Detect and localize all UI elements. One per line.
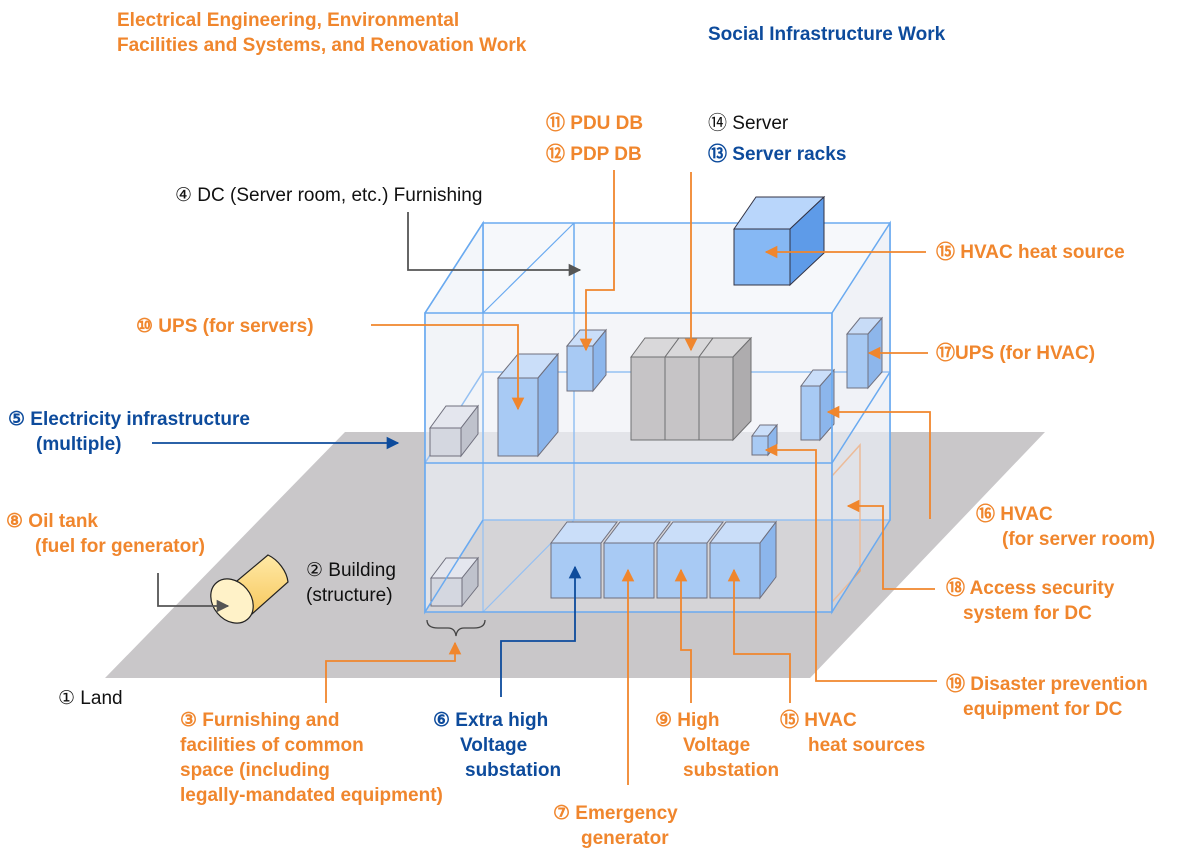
label-dc-furnishing: ④ DC (Server room, etc.) Furnishing <box>175 185 483 206</box>
pdu-arrow <box>579 170 615 352</box>
label-land: ① Land <box>58 688 123 709</box>
label-high-voltage: ⑨ High Voltage substation <box>655 710 780 781</box>
label-hvac-heat-sources: ⑮ HVAC heat sources <box>780 710 926 756</box>
label-server-racks: ⑬ Server racks <box>708 144 847 165</box>
blue-category-title: Social Infrastructure Work <box>708 24 946 45</box>
label-building: ② Building (structure) <box>306 560 396 606</box>
orange-title-line: Facilities and Systems, and Renovation W… <box>117 35 527 56</box>
oil-tank-arrow <box>157 573 230 613</box>
dc-furnishing-box <box>429 404 480 458</box>
label-pdp: ⑫ PDP DB <box>546 144 642 165</box>
label-oil-tank: ⑧ Oil tank (fuel for generator) <box>6 511 205 557</box>
high-voltage-arrow <box>674 568 692 703</box>
pdu-box <box>565 328 608 393</box>
dc-furnishing-arrow <box>407 212 582 277</box>
label-electricity: ⑤ Electricity infrastructure (multiple) <box>8 409 250 455</box>
label-hvac-server-room: ⑯ HVAC (for server room) <box>976 504 1156 550</box>
hvac-server-room-box <box>800 368 836 442</box>
label-common-space: ③ Furnishing and facilities of common sp… <box>180 710 443 806</box>
label-extra-high: ⑥ Extra high Voltage substation <box>433 710 562 781</box>
common-space-box <box>430 556 480 608</box>
server-racks <box>630 336 753 442</box>
disaster-prevention-arrow <box>764 443 937 682</box>
orange-title-line: Electrical Engineering, Environmental <box>117 10 460 31</box>
orange-category-title: Electrical Engineering, Environmental Fa… <box>117 8 526 58</box>
hvac-server-room-arrow <box>826 405 931 519</box>
label-hvac-heat-source: ⑮ HVAC heat source <box>936 242 1125 263</box>
label-ups-servers: ⑩ UPS (for servers) <box>136 316 314 337</box>
common-space-brace <box>426 619 486 637</box>
substation-boxes <box>549 520 778 600</box>
label-disaster-prevention: ⑲ Disaster prevention equipment for DC <box>946 674 1148 720</box>
label-server: ⑭ Server <box>708 113 789 134</box>
common-space-arrow <box>325 641 462 703</box>
hvac-heat-source-box <box>733 195 826 287</box>
building-front <box>424 220 891 615</box>
ups-for-servers-box <box>496 352 560 458</box>
ups-servers-arrow <box>371 324 525 411</box>
label-generator: ⑦ Emergency generator <box>553 803 678 849</box>
label-ups-hvac: ⑰UPS (for HVAC) <box>936 343 1096 364</box>
access-security-arrow <box>846 499 935 590</box>
extra-high-arrow <box>500 565 582 697</box>
label-access-security: ⑱ Access security system for DC <box>946 578 1115 624</box>
label-pdu: ⑪ PDU DB <box>546 113 644 134</box>
hvac-heat-sources-arrow <box>727 568 791 703</box>
